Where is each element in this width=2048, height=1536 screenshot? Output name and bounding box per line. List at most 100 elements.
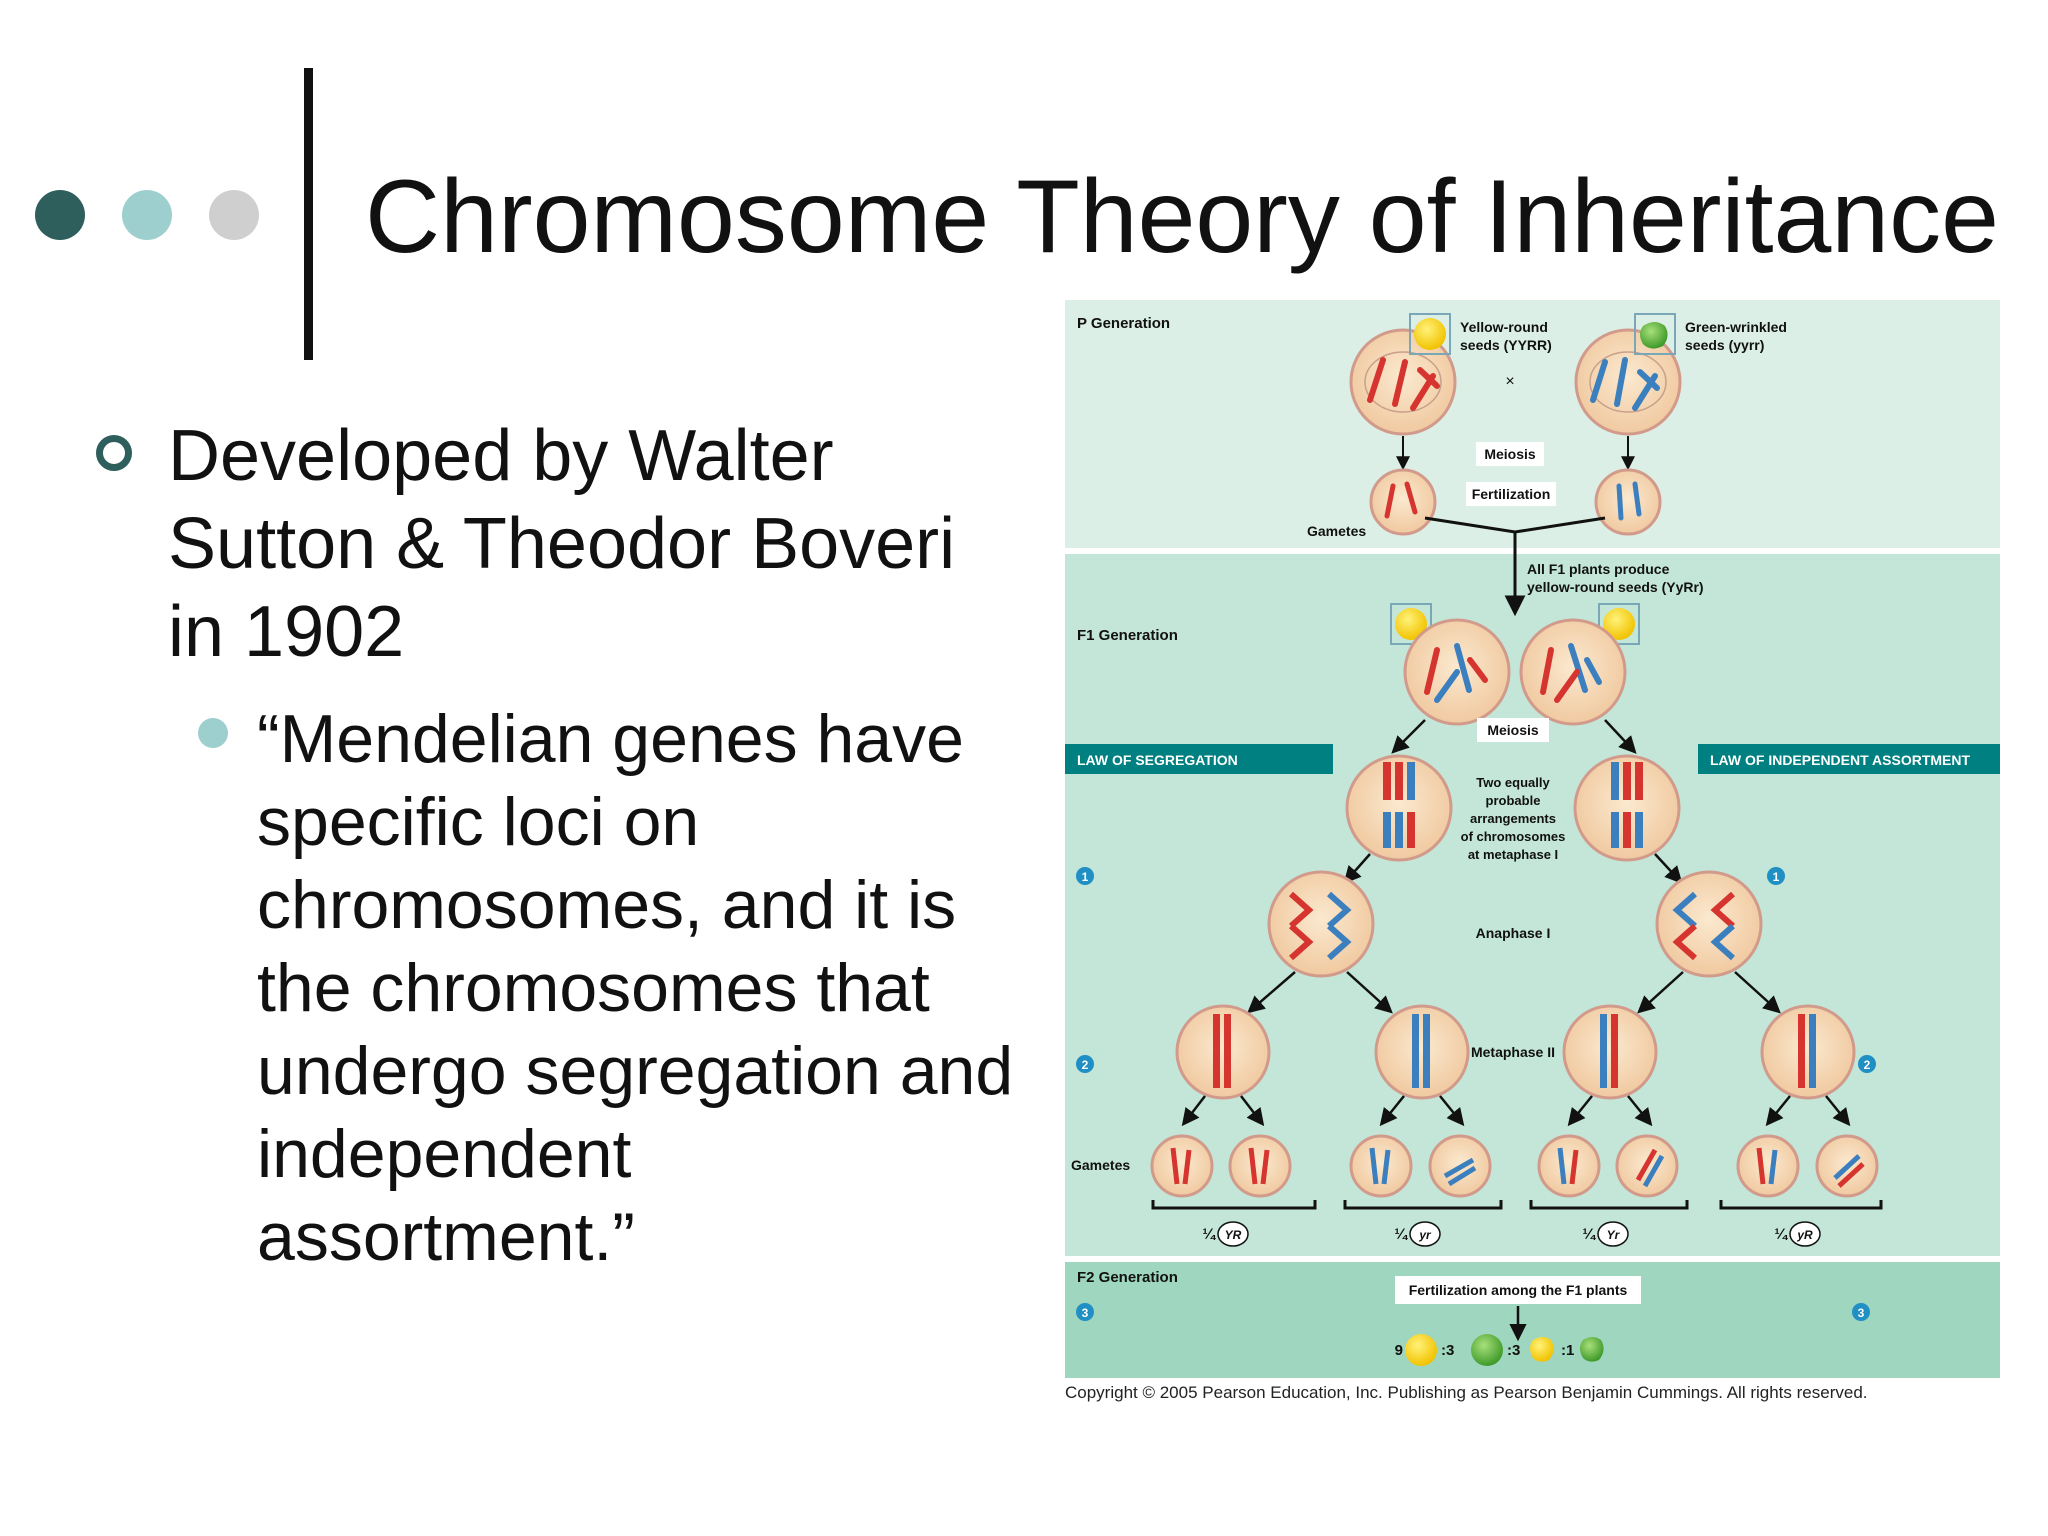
f1-produce-label-1: All F1 plants produce <box>1527 561 1670 577</box>
arrow-ana-rr <box>1734 971 1781 1014</box>
svg-text:¼: ¼ <box>1774 1226 1788 1243</box>
arrangement-line-2: probable <box>1486 793 1541 808</box>
arrangement-line-5: at metaphase I <box>1468 847 1558 862</box>
step-3-badge-right <box>1852 1303 1870 1321</box>
arrow-f1-to-left <box>1391 719 1426 754</box>
anaphase-label: Anaphase I <box>1476 925 1551 941</box>
ratio-green-round: :3 <box>1441 1342 1454 1359</box>
metaphase2-label: Metaphase II <box>1471 1044 1555 1060</box>
sub-bullet-text: “Mendelian genes have specific loci on c… <box>257 701 1014 1275</box>
arrow-ana-rl <box>1637 971 1684 1014</box>
arrow-meta-to-ana-left <box>1343 853 1371 884</box>
parent-cell-yellow <box>1349 328 1457 436</box>
green-wrinkled-label-2: seeds (yyrr) <box>1685 337 1764 353</box>
step-3-badge-left <box>1076 1303 1094 1321</box>
f1-meiosis-label: Meiosis <box>1487 722 1539 738</box>
arrow-ana-ll <box>1247 971 1296 1014</box>
step-3-right: 3 <box>1858 1306 1865 1320</box>
svg-text:¼: ¼ <box>1582 1226 1596 1243</box>
yellow-round-label-2: seeds (YYRR) <box>1460 337 1552 353</box>
green-seed-frame <box>1634 313 1676 355</box>
step-2-badge-right <box>1858 1055 1876 1073</box>
f1-seed-frame-right <box>1598 603 1640 645</box>
gamete-fraction-yr-upper: ¼ YR <box>1202 1221 1249 1247</box>
metaphase2-to-gamete-arrows <box>1181 1095 1851 1127</box>
law-independent-label: LAW OF INDEPENDENT ASSORTMENT <box>1710 752 1970 768</box>
f1-cell-left <box>1403 618 1511 726</box>
meiosis-label: Meiosis <box>1484 446 1536 462</box>
f1-yellow-seed-icon-left <box>1395 608 1427 640</box>
svg-text:Yr: Yr <box>1607 1228 1621 1242</box>
f2-fertilization-box <box>1395 1276 1641 1304</box>
gamete-braces <box>1151 1200 1883 1210</box>
f1-gamete-cells <box>1150 1134 1879 1198</box>
fertilization-label-box <box>1466 482 1556 506</box>
gametes-label-p: Gametes <box>1307 523 1366 539</box>
gamete-fraction-yr-recombinant: ¼ yR <box>1774 1221 1821 1247</box>
yellow-seed-frame <box>1409 313 1451 355</box>
law-segregation-banner <box>1065 744 1333 774</box>
f1-meiosis-box <box>1477 718 1549 742</box>
step-1-badge-right <box>1767 867 1785 885</box>
parent-cell-green <box>1574 328 1682 436</box>
law-independent-banner <box>1698 744 2000 774</box>
svg-text:yR: yR <box>1796 1228 1813 1242</box>
f1-yellow-seed-icon-right <box>1603 608 1635 640</box>
green-wrinkled-f2-icon <box>1580 1337 1604 1362</box>
metaphase2-cells <box>1175 1004 1856 1100</box>
meiosis-diagram: P Generation Yellow-round seeds (YYRR) G… <box>1065 300 2000 1378</box>
step-3-left: 3 <box>1082 1306 1089 1320</box>
step-1-badge-left <box>1076 867 1094 885</box>
step-2-left: 2 <box>1082 1058 1089 1072</box>
anaphase-cell-right <box>1655 870 1763 978</box>
svg-text:¼: ¼ <box>1394 1226 1408 1243</box>
step-2-right: 2 <box>1864 1058 1871 1072</box>
cross-symbol: × <box>1505 373 1514 390</box>
bullet-ring-icon <box>96 435 132 471</box>
svg-text:yr: yr <box>1418 1228 1432 1242</box>
green-wrinkled-label-1: Green-wrinkled <box>1685 319 1787 335</box>
green-wrinkled-seed-icon <box>1640 322 1668 349</box>
p-generation-label: P Generation <box>1077 315 1170 332</box>
svg-text:¼: ¼ <box>1202 1226 1216 1243</box>
law-segregation-label: LAW OF SEGREGATION <box>1077 752 1238 768</box>
slide-title: Chromosome Theory of Inheritance <box>365 159 1999 275</box>
arrangement-line-3: arrangements <box>1470 811 1556 826</box>
title-divider <box>304 68 313 360</box>
svg-text:YR: YR <box>1225 1228 1242 1242</box>
step-1-right: 1 <box>1773 870 1780 884</box>
gamete-fraction-yr-lower: ¼ yr <box>1394 1221 1441 1247</box>
metaphase-cell-right <box>1573 754 1681 862</box>
ratio-yellow-round: 9 <box>1395 1342 1403 1359</box>
f1-cell-right <box>1519 618 1627 726</box>
anaphase-cell-left <box>1267 870 1375 978</box>
f1-generation-label: F1 Generation <box>1077 627 1178 644</box>
arrow-ana-lr <box>1346 971 1393 1014</box>
decor-dot-teal <box>122 190 172 240</box>
f1-produce-label-2: yellow-round seeds (YyRr) <box>1527 579 1704 595</box>
f2-fertilization-label: Fertilization among the F1 plants <box>1409 1282 1628 1298</box>
ratio-green-wrinkled: :1 <box>1561 1342 1574 1359</box>
p-generation-panel <box>1065 300 2000 548</box>
green-round-f2-icon <box>1471 1334 1503 1366</box>
decor-dot-gray <box>209 190 259 240</box>
yellow-round-f2-icon <box>1405 1334 1437 1366</box>
step-1-left: 1 <box>1082 870 1089 884</box>
f2-generation-label: F2 Generation <box>1077 1269 1178 1286</box>
metaphase-cell-left <box>1345 754 1453 862</box>
sub-bullet-dot-icon <box>198 718 228 748</box>
gamete-fraction-yr-mixed: ¼ Yr <box>1582 1221 1629 1247</box>
arrangement-line-4: of chromosomes <box>1461 829 1566 844</box>
step-2-badge-left <box>1076 1055 1094 1073</box>
meiosis-label-box <box>1476 442 1544 466</box>
meiosis-figure: P Generation Yellow-round seeds (YYRR) G… <box>1065 300 2000 1380</box>
yellow-wrinkled-f2-icon <box>1530 1337 1554 1362</box>
copyright-notice: Copyright © 2005 Pearson Education, Inc.… <box>1065 1383 1868 1402</box>
fertilization-label: Fertilization <box>1472 486 1551 502</box>
ratio-yellow-wrinkled: :3 <box>1507 1342 1520 1359</box>
yellow-round-seed-icon <box>1414 318 1446 350</box>
arrow-meta-to-ana-right <box>1654 853 1683 884</box>
main-bullet-text: Developed by Walter Sutton & Theodor Bov… <box>168 416 956 672</box>
decor-dot-dark <box>35 190 85 240</box>
arrangement-line-1: Two equally <box>1476 775 1550 790</box>
